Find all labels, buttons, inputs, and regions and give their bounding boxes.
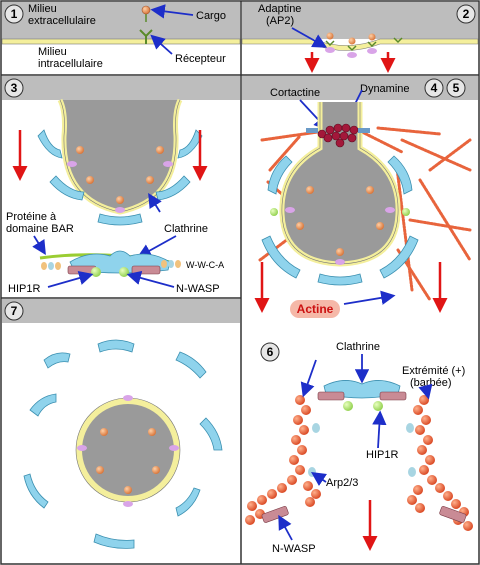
- panel-3: 3 Protéine à domaine BAR Cl: [2, 76, 240, 295]
- intracellular-label-line1: Milieu: [38, 46, 67, 58]
- cortactin-label: Cortactine: [270, 87, 320, 99]
- panel-1: 1 Milieu extracellulaire Milieu intracel…: [1, 2, 241, 70]
- panel-2-number: 2: [463, 7, 470, 21]
- cargo-receptor-complexes: [325, 32, 403, 58]
- panel-7-number: 7: [11, 304, 18, 318]
- adaptin-label-line2: (AP2): [266, 15, 294, 27]
- arp23-complexes: [308, 423, 416, 477]
- clathrin-label: Clathrine: [164, 223, 208, 235]
- vesicle-clathrin: [261, 155, 419, 286]
- wwca-label: W-W-C-A: [186, 260, 224, 270]
- panel-7: 7: [2, 299, 240, 549]
- panel-4-number: 4: [431, 81, 438, 95]
- clathrin-coat: [37, 129, 203, 226]
- p7-vesicle-cargo: [77, 395, 179, 507]
- actin-label: Actine: [297, 302, 334, 316]
- panel-6: 6 Clathrine Extrémité (+) (barbée) HIP1R: [245, 341, 473, 555]
- receptor-molecule: [139, 29, 153, 44]
- arp23-label: Arp2/3: [326, 477, 358, 489]
- cargo-label: Cargo: [196, 10, 226, 22]
- extracellular-label-line2: extracellulaire: [28, 15, 96, 27]
- pit-cargo: [67, 146, 173, 213]
- panel-2: 2 Adaptine (AP2): [241, 2, 479, 73]
- vesicle-cargo: [270, 186, 410, 265]
- panel-3-number: 3: [11, 81, 18, 95]
- bar-protein-label-line1: Protéine à: [6, 211, 57, 223]
- nwasp-label: N-WASP: [176, 283, 220, 295]
- adaptin-label-line1: Adaptine: [258, 3, 301, 15]
- bar-protein-label-line2: domaine BAR: [6, 223, 74, 235]
- panel-1-number: 1: [11, 7, 18, 21]
- wwca-beads: [41, 260, 181, 270]
- p6-clathrin-complex: [317, 380, 407, 411]
- p6-hip1r-label: HIP1R: [366, 449, 398, 461]
- hip1r-label: HIP1R: [8, 283, 40, 295]
- plus-end-label-line1: Extrémité (+): [402, 365, 465, 377]
- actin-filament-right: [407, 395, 473, 531]
- receptor-label: Récepteur: [175, 53, 226, 65]
- dynamin-ring: [317, 123, 359, 148]
- actin-filament-left: [245, 395, 321, 525]
- dispersing-clathrin: [23, 339, 223, 549]
- panel-6-number: 6: [267, 345, 274, 359]
- hip1r-nwasp-complex: [39, 250, 181, 277]
- dynamin-label: Dynamine: [360, 83, 410, 95]
- p6-nwasp-label: N-WASP: [272, 543, 316, 555]
- p6-clathrin-label: Clathrine: [336, 341, 380, 353]
- panel-4-5: 4 5 Cortactine Dynamine: [242, 76, 478, 318]
- intracellular-label-line2: intracellulaire: [38, 58, 103, 70]
- panel-5-number: 5: [453, 81, 460, 95]
- cargo-molecule: [141, 5, 151, 22]
- extracellular-label-line1: Milieu: [28, 3, 57, 15]
- plus-end-label-line2: (barbée): [410, 377, 452, 389]
